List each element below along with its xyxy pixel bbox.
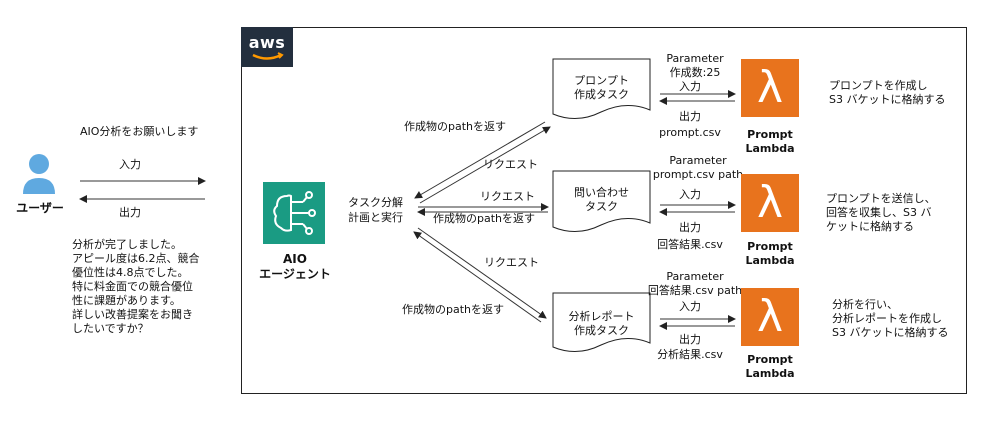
lambda-3-label-line1: Prompt <box>747 353 793 366</box>
task-1-desc-line2: S3 バケットに格納する <box>829 93 946 106</box>
response-line: 優位性は4.8点でした。 <box>72 266 189 279</box>
edge-label-request-1: リクエスト <box>483 158 538 171</box>
agent-action-line2: 計画と実行 <box>348 211 403 224</box>
response-line: 詳しい改善提案をお聞き <box>72 308 193 321</box>
task-3-desc-line2: 分析レポートを作成し <box>832 312 942 325</box>
task-shape-1 <box>552 58 651 119</box>
response-line: したいですか？ <box>72 322 149 335</box>
task-1-label-line2: 作成タスク <box>574 88 629 101</box>
response-line: 分析が完了しました。 <box>72 238 182 251</box>
task-2-desc-line2: 回答を収集し、S3 バ <box>826 206 932 219</box>
task-2-param-line1: Parameter <box>669 154 727 167</box>
user-output-label: 出力 <box>119 206 141 219</box>
task-3-output-file: 分析結果.csv <box>657 348 723 361</box>
user-request-text: AIO分析をお願いします <box>80 125 199 138</box>
task-3-label-line1: 分析レポート <box>568 310 635 323</box>
agent-action-line1: タスク分解 <box>348 196 403 209</box>
lambda-1-icon: λ <box>741 59 799 117</box>
user-response-text: 分析が完了しました。 アピール度は6.2点、競合 優位性は4.8点でした。 特に… <box>72 238 200 336</box>
task-2-label-line2: タスク <box>585 200 618 213</box>
agent-icon-tile <box>263 182 325 244</box>
response-line: 性に課題があります。 <box>72 294 181 307</box>
edge-label-request-3: リクエスト <box>484 256 539 269</box>
task-shape-2 <box>552 170 651 232</box>
task-3-desc-line3: S3 バケットに格納する <box>832 326 949 339</box>
user-label: ユーザー <box>16 201 64 215</box>
user-input-label: 入力 <box>119 158 141 171</box>
lambda-2-icon: λ <box>741 174 799 232</box>
edge-label-return-mid: 作成物のpathを返す <box>433 212 536 225</box>
task-3-output-label: 出力 <box>679 333 701 346</box>
lambda-2-label-line1: Prompt <box>747 240 793 253</box>
task-2-label-line1: 問い合わせ <box>574 186 629 199</box>
task-2-input-label: 入力 <box>679 188 701 201</box>
lambda-3-label-line2: Lambda <box>745 367 795 380</box>
task-shape-3 <box>552 292 651 352</box>
task-3-label-line2: 作成タスク <box>574 324 629 337</box>
edge-label-return-top: 作成物のpathを返す <box>404 120 507 133</box>
task-1-param-line1: Parameter <box>666 52 724 65</box>
task-2-desc-line1: プロンプトを送信し、 <box>826 192 936 205</box>
response-line: 特に料金面での競合優位 <box>72 280 193 293</box>
aws-logo-text: aws <box>248 33 286 52</box>
task-3-desc-line1: 分析を行い、 <box>832 298 898 311</box>
task-2-desc-line3: ケットに格納する <box>826 220 914 233</box>
aws-cloud-boundary <box>241 27 967 394</box>
task-3-param-line1: Parameter <box>666 270 724 283</box>
lambda-1-label-line1: Prompt <box>747 128 793 141</box>
task-1-desc-line1: プロンプトを作成し <box>829 79 928 92</box>
task-2-param-line2: prompt.csv path <box>652 168 744 181</box>
edge-label-return-bottom: 作成物のpathを返す <box>402 303 505 316</box>
task-1-param-line2: 作成数:25 <box>669 66 721 79</box>
lambda-2-label-line2: Lambda <box>745 254 795 267</box>
task-3-input-label: 入力 <box>679 300 701 313</box>
task-1-output-file: prompt.csv <box>659 126 721 139</box>
aws-smile-icon <box>252 52 284 60</box>
task-3-param-line2: 回答結果.csv path <box>647 284 743 297</box>
task-1-input-label: 入力 <box>679 80 701 93</box>
agent-name-line1: AIO <box>283 252 307 266</box>
aws-logo: aws <box>241 27 293 67</box>
brain-circuit-icon <box>273 191 316 235</box>
user-icon <box>23 154 55 194</box>
task-1-label-line1: プロンプト <box>574 74 629 87</box>
edge-label-request-2: リクエスト <box>480 190 535 203</box>
response-line: アピール度は6.2点、競合 <box>72 252 200 265</box>
task-2-output-file: 回答結果.csv <box>657 238 723 251</box>
task-1-output-label: 出力 <box>679 110 701 123</box>
agent-name-line2: エージェント <box>259 267 331 281</box>
lambda-3-icon: λ <box>741 288 799 346</box>
lambda-1-label-line2: Lambda <box>745 142 795 155</box>
task-2-output-label: 出力 <box>679 221 701 234</box>
